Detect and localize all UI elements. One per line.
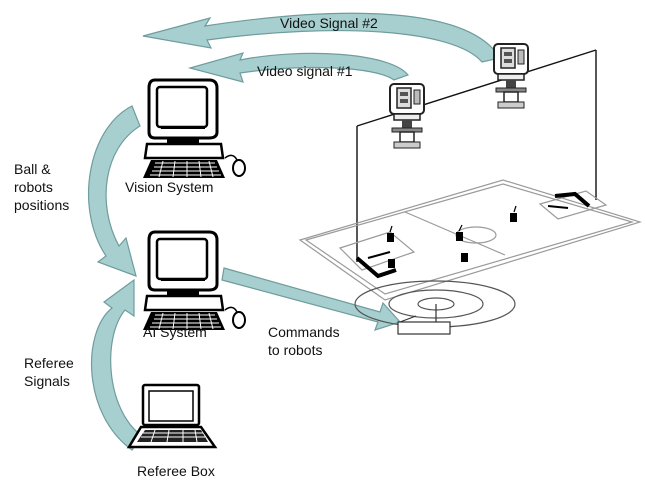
laptop-icon: [126, 383, 218, 449]
robot: [388, 259, 395, 268]
ball-robots-positions-label: Ball & robots positions: [14, 161, 70, 213]
referee-signals-label: Referee Signals: [24, 355, 74, 389]
commands-to-robots-label: Commands to robots: [268, 324, 340, 358]
goal-right: [547, 191, 591, 209]
video-signal-1-label: Video signal #1: [257, 63, 353, 79]
ai-system-label: AI System: [143, 324, 207, 340]
referee-box-label: Referee Box: [137, 463, 215, 479]
video-camera-icon: [493, 43, 529, 109]
robot: [387, 233, 394, 242]
robot: [461, 253, 468, 262]
video-camera-icon: [389, 83, 425, 149]
goal-left: [355, 251, 397, 279]
radio-transmitter: [354, 280, 516, 335]
robots: [387, 213, 517, 268]
camera-rig: [356, 49, 597, 262]
video-signal-1-arrow: [187, 52, 409, 83]
commands-arrow: [221, 267, 402, 331]
referee-signals-arrow: [90, 278, 143, 451]
desktop-computer-icon: [141, 78, 247, 180]
video-signal-2-arrow: [142, 12, 501, 63]
soccer-field: [298, 179, 643, 301]
robot: [456, 232, 463, 241]
robot: [510, 213, 517, 222]
positions-arrow: [87, 105, 141, 277]
video-signal-2-label: Video Signal #2: [280, 15, 378, 31]
vision-system-label: Vision System: [125, 179, 214, 195]
